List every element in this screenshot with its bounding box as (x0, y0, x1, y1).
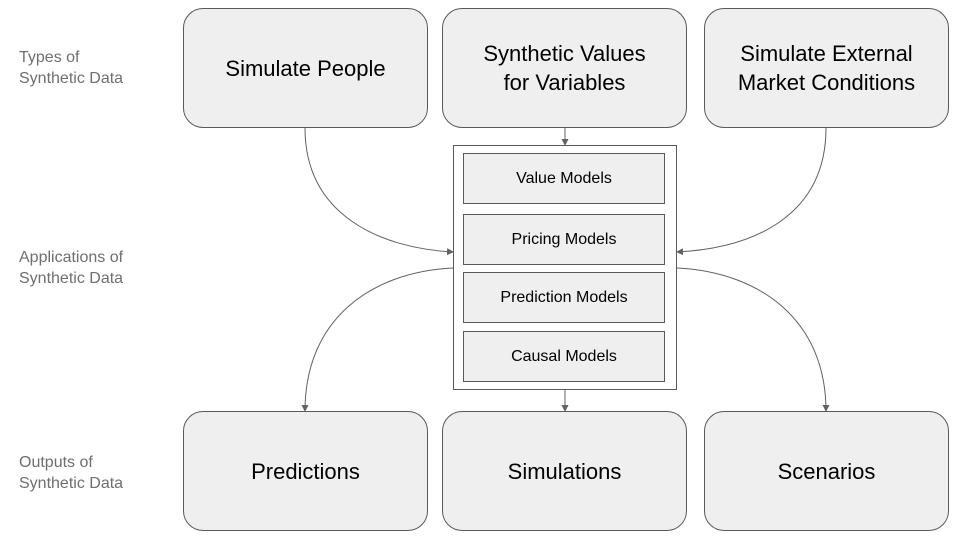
row-label-applications-line-1: Applications of (19, 249, 124, 266)
row-label-applications-line-2: Synthetic Data (19, 270, 124, 287)
type-box-label-line-1: Synthetic Values (483, 41, 646, 66)
row-label-types-line-1: Types of (19, 49, 80, 66)
type-box-synthetic-values: Synthetic Values for Variables (442, 8, 687, 128)
model-box-prediction: Prediction Models (463, 272, 665, 323)
output-box-simulations: Simulations (442, 411, 687, 531)
output-box-scenarios: Scenarios (704, 411, 949, 531)
row-label-outputs-line-1: Outputs of (19, 454, 93, 471)
model-box-pricing: Pricing Models (463, 214, 665, 265)
row-label-types: Types of Synthetic Data (19, 47, 123, 89)
type-box-simulate-people: Simulate People (183, 8, 428, 128)
model-box-causal: Causal Models (463, 331, 665, 382)
connector-models-to-scenarios (676, 267, 830, 412)
connector-models-to-predictions (301, 267, 454, 412)
row-label-types-line-2: Synthetic Data (19, 70, 124, 87)
row-label-outputs: Outputs of Synthetic Data (19, 452, 123, 494)
row-label-outputs-line-2: Synthetic Data (19, 475, 124, 492)
connector-people-to-models (304, 127, 454, 256)
connector-market-to-models (676, 127, 827, 256)
type-box-label-line-1: Simulate External (740, 41, 913, 66)
type-box-label-line-2: Market Conditions (737, 70, 916, 95)
model-box-value: Value Models (463, 153, 665, 204)
row-label-applications: Applications of Synthetic Data (19, 247, 123, 289)
type-box-market-conditions: Simulate External Market Conditions (704, 8, 949, 128)
output-box-predictions: Predictions (183, 411, 428, 531)
type-box-label: Simulate People (225, 55, 386, 81)
type-box-label-line-2: for Variables (503, 70, 626, 95)
